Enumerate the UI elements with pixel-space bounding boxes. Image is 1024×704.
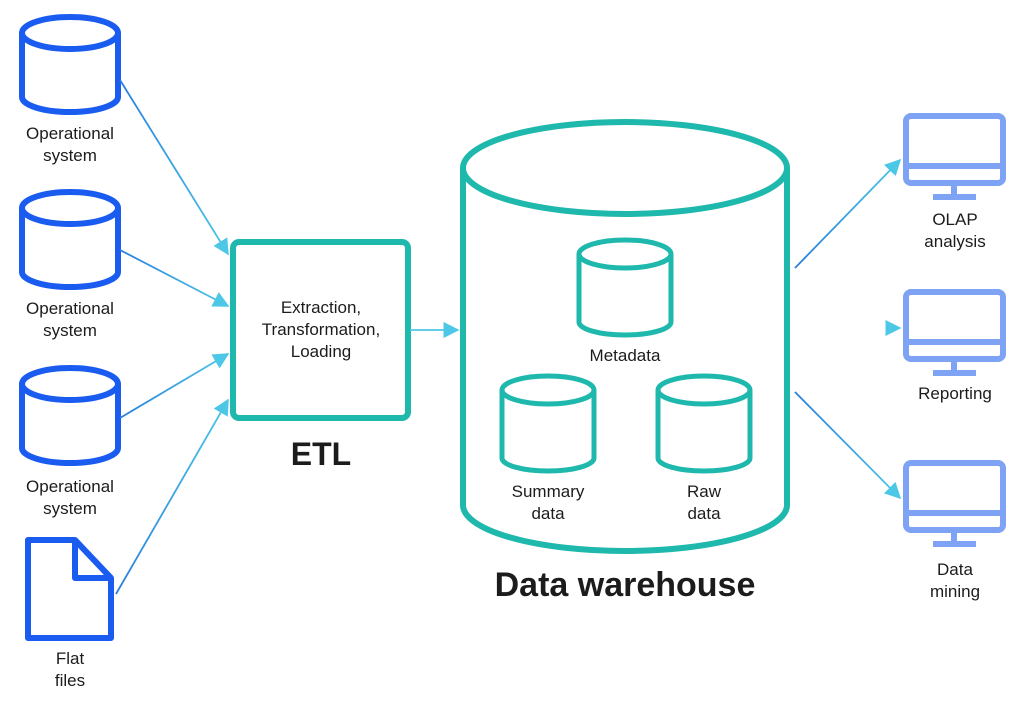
output-label-mining-line1: Data — [937, 560, 973, 579]
source-label-4-line1: Flat — [55, 649, 85, 668]
arrow-output-olap — [794, 158, 902, 269]
raw-data-line2: data — [687, 504, 721, 523]
metadata-label: Metadata — [589, 346, 661, 365]
source-database-icon-2 — [19, 189, 121, 290]
etl-line-transformation: Transformation, — [261, 320, 381, 339]
source-database-icon-1 — [19, 14, 121, 115]
output-label-reporting: Reporting — [895, 383, 1015, 405]
summary-data-database-icon — [499, 373, 597, 474]
source-database-icon-3 — [19, 365, 121, 466]
summary-data-line1: Summary — [511, 482, 585, 501]
source-label-3-line2: system — [43, 499, 97, 518]
raw-data-label: Raw data — [644, 481, 764, 525]
metadata-database-icon — [576, 237, 674, 338]
etl-box — [230, 239, 411, 421]
summary-data-label: Summary data — [488, 481, 608, 525]
output-label-mining: Data mining — [895, 559, 1015, 603]
warehouse-title: Data warehouse — [494, 566, 756, 604]
arrow-source-1 — [119, 79, 229, 256]
warehouse-cylinder-icon — [460, 119, 790, 554]
raw-data-database-icon — [655, 373, 753, 474]
source-label-2-line2: system — [43, 321, 97, 340]
etl-line-extraction: Extraction, — [280, 298, 362, 317]
arrow-source-3 — [119, 353, 230, 419]
source-label-4-line2: files — [54, 671, 86, 690]
output-arrows — [794, 158, 902, 500]
source-label-1-line1: Operational — [26, 124, 114, 143]
reporting-monitor-icon — [903, 289, 1006, 376]
source-label-3: Operational system — [10, 476, 130, 520]
source-label-2-line1: Operational — [26, 299, 114, 318]
output-label-olap-line2: analysis — [924, 232, 986, 251]
output-label-mining-line2: mining — [929, 582, 981, 601]
source-label-1: Operational system — [10, 123, 130, 167]
data-mining-monitor-icon — [903, 460, 1006, 547]
output-label-reporting-line1: Reporting — [918, 384, 992, 403]
output-label-olap: OLAP analysis — [895, 209, 1015, 253]
output-label-olap-line1: OLAP — [932, 210, 978, 229]
summary-data-line2: data — [531, 504, 565, 523]
source-label-2: Operational system — [10, 298, 130, 342]
arrow-source-2 — [119, 249, 230, 307]
etl-line-loading: Loading — [290, 342, 352, 361]
etl-box-text: Extraction, Transformation, Loading — [236, 297, 406, 363]
source-arrows — [115, 79, 230, 595]
arrow-output-mining — [794, 391, 902, 500]
etl-title: ETL — [290, 436, 352, 472]
flat-file-icon — [25, 537, 114, 641]
arrow-source-4 — [115, 398, 229, 595]
source-label-1-line2: system — [43, 146, 97, 165]
raw-data-line1: Raw — [686, 482, 721, 501]
olap-monitor-icon — [903, 113, 1006, 200]
source-label-4: Flat files — [10, 648, 130, 692]
source-label-3-line1: Operational — [26, 477, 114, 496]
